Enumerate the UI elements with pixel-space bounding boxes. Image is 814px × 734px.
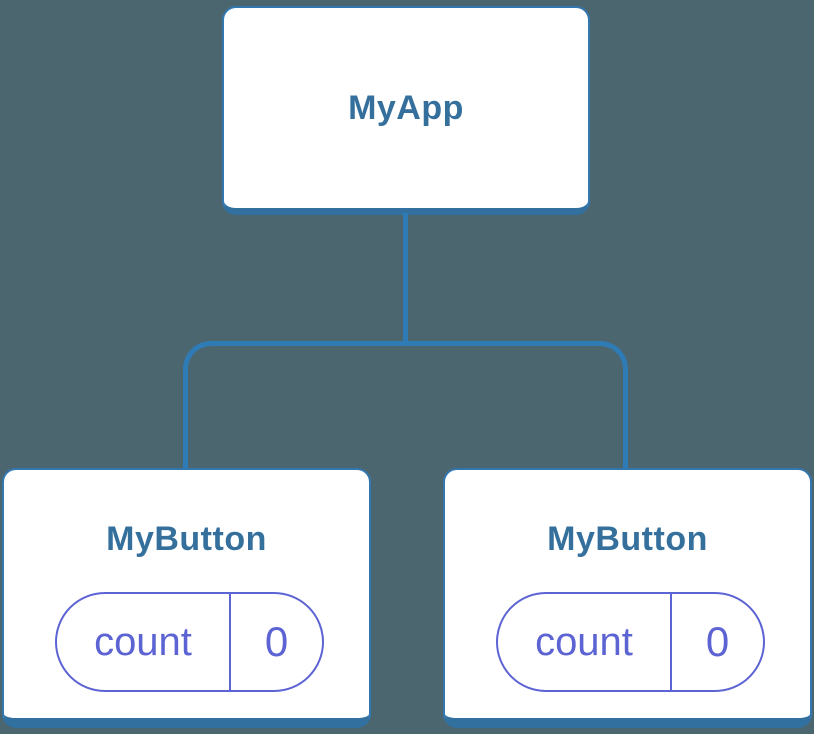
node-mybutton-2: MyButton count 0 [443,468,812,728]
state-value: 0 [705,618,730,665]
node-mybutton-1: MyButton count 0 [2,468,371,728]
node-myapp-label: MyApp [348,88,464,127]
state-value: 0 [264,618,289,665]
state-key: count [498,594,672,690]
state-badge: count 0 [55,592,324,692]
state-key: count [57,594,231,690]
connector-branch-bracket [183,341,628,470]
node-myapp: MyApp [222,6,590,215]
connector-root-stem [403,213,408,344]
node-mybutton-2-label: MyButton [547,520,708,558]
node-mybutton-1-label: MyButton [106,520,267,558]
state-badge: count 0 [496,592,765,692]
